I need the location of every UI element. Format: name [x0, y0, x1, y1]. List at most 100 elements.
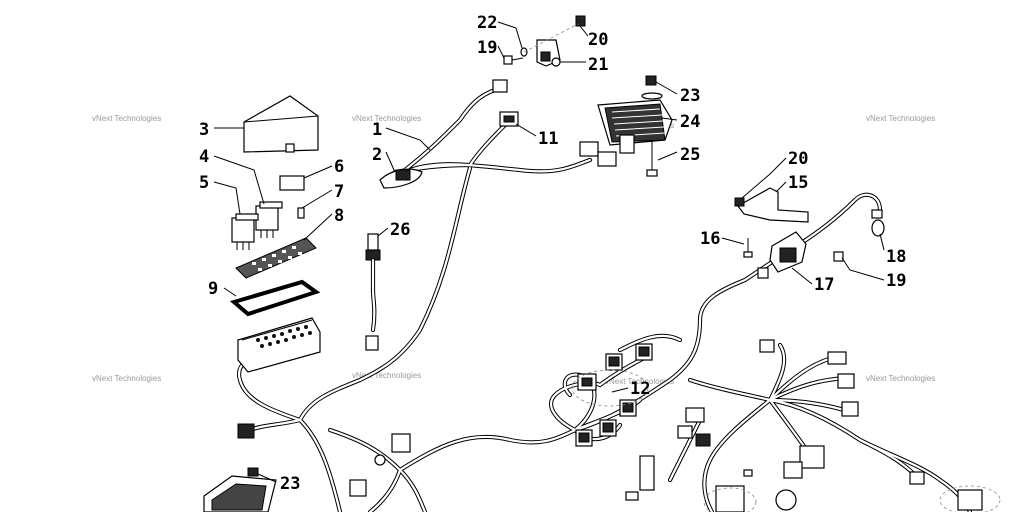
plug-icon [871, 209, 885, 237]
gasket-icon [229, 279, 321, 317]
fuse-box-assembly [229, 95, 321, 439]
connector-icon [577, 373, 597, 391]
callout-22: 22 [477, 13, 497, 33]
relay-icon [231, 213, 259, 250]
connector-icon [685, 407, 705, 423]
wire-segment [297, 165, 473, 423]
callout-6: 6 [334, 157, 344, 177]
connector-icon [695, 433, 711, 447]
connector-icon [349, 479, 367, 497]
connector-11 [492, 79, 519, 127]
bracket-icon [737, 187, 809, 223]
callout-25: 25 [680, 145, 700, 165]
fuse-box-cover [243, 95, 319, 153]
wire-segment [668, 418, 702, 482]
voltage-regulator [579, 75, 673, 177]
wire-segment [858, 438, 917, 477]
callout-23: 23 [280, 474, 300, 494]
wire-segment [298, 418, 342, 512]
fuse-box-base [237, 317, 321, 373]
wire-segment [403, 88, 497, 172]
watermarks: vNext Technologies vNext Technologies vN… [92, 114, 935, 386]
wire-segment [327, 427, 428, 512]
connector-icon [575, 429, 593, 447]
control-module [203, 467, 277, 512]
callout-11: 11 [538, 129, 558, 149]
wire-segment [768, 343, 786, 402]
bracket-assembly-top [503, 15, 586, 67]
callout-19: 19 [477, 38, 497, 58]
wire-segment [688, 378, 972, 512]
callout-17: 17 [814, 275, 834, 295]
connector-icon [909, 471, 925, 485]
connector-icon [799, 445, 825, 469]
callout-24: 24 [680, 112, 700, 132]
wire-segment [408, 158, 592, 173]
wire-segment [398, 428, 577, 472]
callout-26: 26 [390, 220, 410, 240]
watermark: vNext Technologies [352, 114, 421, 123]
callout-7: 7 [334, 182, 344, 202]
leader-lines [213, 21, 885, 483]
circuit-board-icon [235, 237, 317, 279]
callout-labels: 22 19 20 21 23 24 25 11 1 2 3 4 5 6 7 8 … [199, 13, 906, 494]
callout-2: 2 [372, 145, 382, 165]
wire-segment [618, 334, 682, 352]
callout-19: 19 [886, 271, 906, 291]
washer-icon [641, 92, 663, 100]
watermark: vNext Technologies [866, 114, 935, 123]
callout-20: 20 [788, 149, 808, 169]
callout-1: 1 [372, 120, 382, 140]
wire-segment [298, 166, 472, 422]
callout-3: 3 [199, 120, 209, 140]
watermark: vNext Technologies [866, 374, 935, 383]
screw-icon [503, 55, 524, 65]
callout-18: 18 [886, 247, 906, 267]
watermark: vNext Technologies [92, 374, 161, 383]
wire-segment [468, 123, 507, 167]
switch-icon [769, 231, 807, 273]
callout-5: 5 [199, 173, 209, 193]
bracket-icon [536, 39, 561, 67]
callout-23: 23 [680, 86, 700, 106]
connector-icon [759, 339, 775, 353]
callout-16: 16 [700, 229, 720, 249]
connector-icon [827, 351, 847, 365]
bolt-icon [646, 140, 658, 177]
callout-21: 21 [588, 55, 608, 75]
connector-icon [619, 399, 637, 417]
callout-4: 4 [199, 147, 209, 167]
callout-8: 8 [334, 206, 344, 226]
relay-icon [255, 201, 283, 238]
wire-segment [328, 428, 427, 512]
ring-terminal-icon [374, 454, 386, 466]
connector-icon [837, 373, 855, 389]
wire-segment [743, 193, 882, 282]
connector-2 [379, 168, 423, 189]
wire-segment [703, 398, 772, 512]
watermark: vNext Technologies [605, 377, 674, 386]
wire-segment [573, 278, 747, 432]
wire-segment [367, 467, 403, 512]
callout-12: 12 [630, 379, 650, 399]
nut-icon [645, 75, 657, 86]
wire-segment [248, 418, 302, 432]
wire-segment [573, 398, 642, 432]
connector-icon [635, 343, 653, 361]
connector-icon [783, 461, 803, 479]
wire-fill [237, 88, 972, 512]
wire-segment [572, 277, 748, 433]
nut-icon [247, 467, 259, 477]
callout-15: 15 [788, 173, 808, 193]
fuse-icon [297, 207, 305, 219]
screw-icon [833, 251, 844, 262]
ignition-switch-assembly [734, 187, 885, 279]
oxygen-sensor [365, 233, 381, 351]
wire-segment [297, 417, 343, 512]
connector-icon [957, 489, 983, 511]
connector-icon [605, 353, 623, 371]
connector-icon [599, 419, 617, 437]
connector-icon [639, 455, 655, 491]
